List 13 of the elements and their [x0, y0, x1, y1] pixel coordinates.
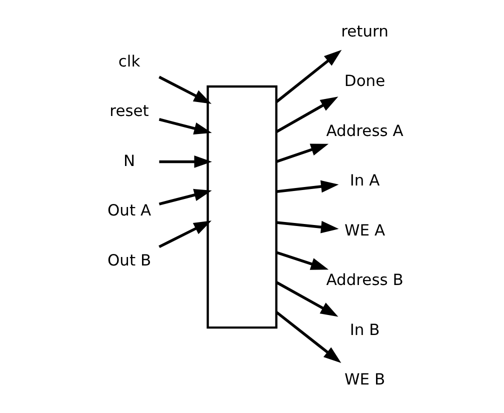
node-text: Done	[344, 72, 386, 90]
node-text: return	[341, 22, 388, 40]
node-text: clk	[118, 52, 140, 70]
node-text: WE B	[344, 370, 386, 389]
node-text: WE A	[344, 221, 386, 240]
node-text: In B	[350, 320, 380, 339]
node-text: Address B	[326, 271, 404, 290]
node-text: N	[123, 152, 136, 170]
node-text: Address A	[326, 122, 404, 140]
node-text: reset	[110, 102, 149, 120]
node-text: Out A	[108, 202, 152, 220]
node-text: Out B	[107, 251, 152, 270]
node-text: In A	[350, 172, 380, 190]
